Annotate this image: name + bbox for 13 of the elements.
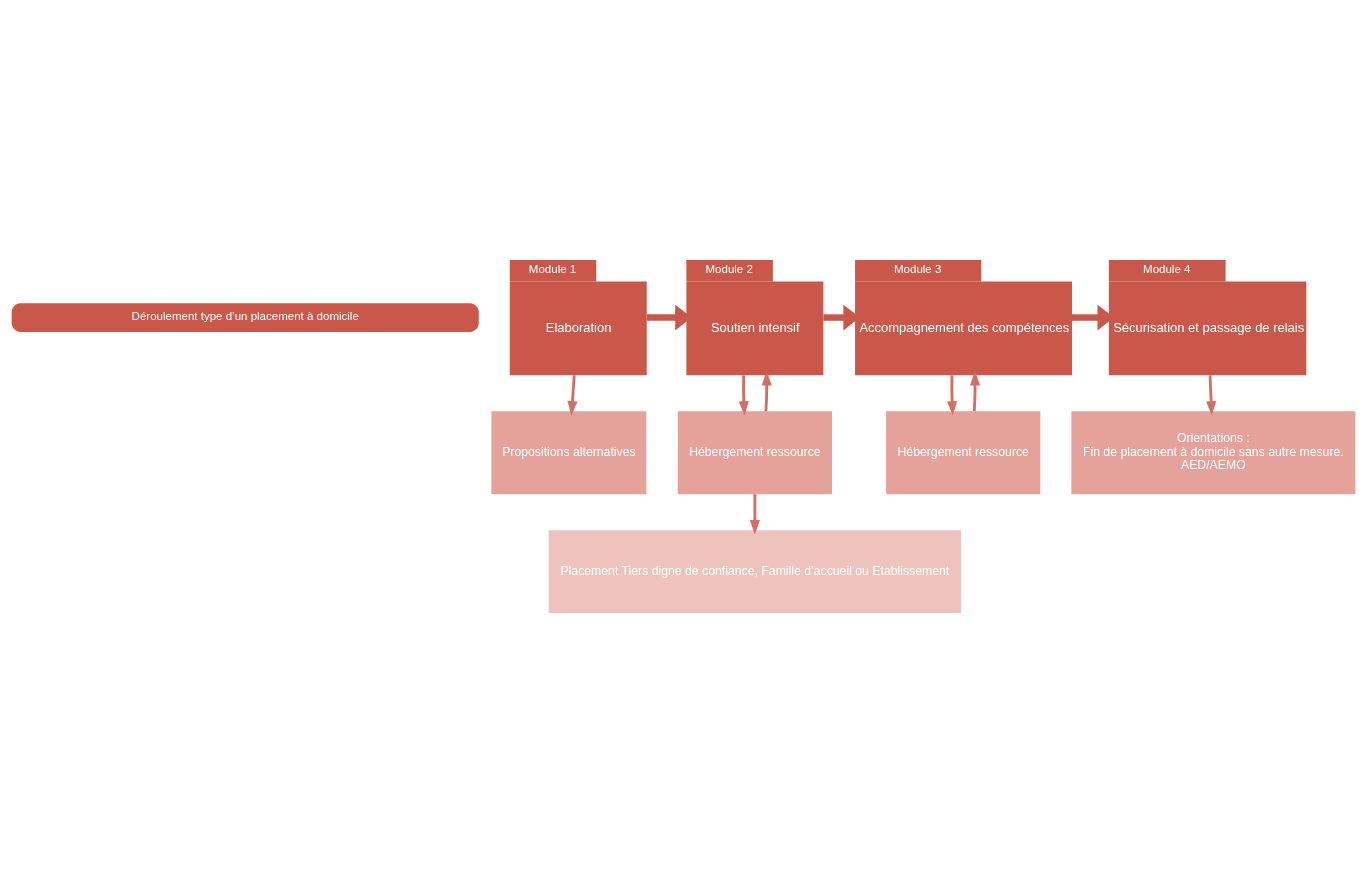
arrow: [761, 370, 772, 411]
node-box: Hébergement ressource: [677, 410, 832, 494]
node-box: Orientations : Fin de placement à domicile sans autre mesure. AED/AEMO: [1071, 410, 1356, 494]
arrow: [749, 493, 760, 534]
arrow: [1206, 374, 1217, 416]
node-box: Hébergement ressource: [886, 410, 1041, 494]
arrow: [738, 374, 749, 416]
arrow: [567, 374, 578, 416]
node-box: Propositions alternatives: [491, 410, 647, 494]
node-box: Déroulement type d’un placement à domicile: [11, 302, 479, 332]
arrow: [947, 374, 958, 416]
node-box: Placement Tiers digne de confiance, Famille d’accueil ou Etablissement: [548, 529, 962, 613]
arrow: [970, 370, 981, 411]
